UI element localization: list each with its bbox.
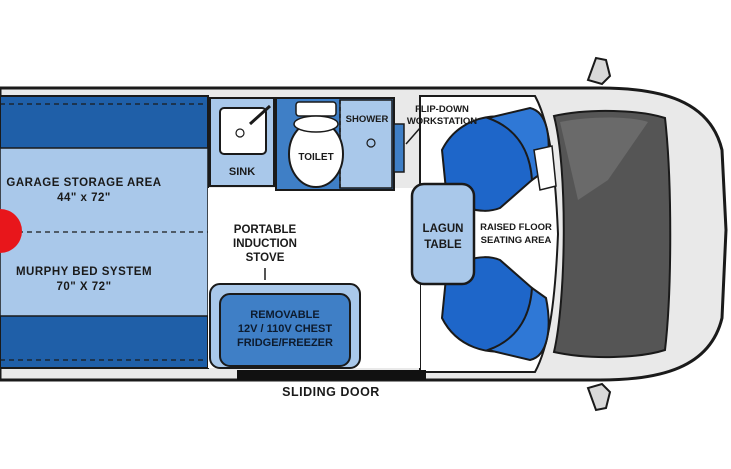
- stove-label-line1: PORTABLE: [234, 224, 297, 236]
- shower-drain-icon: [366, 138, 376, 148]
- seating-label-line2: SEATING AREA: [481, 235, 552, 246]
- location-marker: [0, 209, 22, 253]
- table-label-line2: TABLE: [424, 239, 462, 251]
- sink-drain-icon: [235, 128, 245, 138]
- workstation-pointer: [405, 127, 421, 145]
- workstation-label-line2: WORKSTATION: [407, 116, 477, 127]
- murphy-label-line1: MURPHY BED SYSTEM: [16, 266, 152, 278]
- toilet-tank: [295, 101, 337, 117]
- lagun-table: [410, 182, 476, 286]
- garage-label-line1: GARAGE STORAGE AREA: [6, 177, 161, 189]
- workstation-panel: [393, 123, 405, 173]
- sliding-door-label: SLIDING DOOR: [282, 385, 380, 399]
- fridge-label-line2: 12V / 110V CHEST: [238, 323, 332, 335]
- garage-label-line2: 44" x 72": [57, 192, 111, 204]
- fridge-label-line1: REMOVABLE: [250, 309, 319, 321]
- fridge-lid: [219, 293, 351, 367]
- shower-label: SHOWER: [346, 114, 389, 125]
- stove-label-line3: STOVE: [246, 252, 285, 264]
- stove-label-line2: INDUCTION: [233, 238, 297, 250]
- faucet-icon: [248, 104, 272, 126]
- murphy-label-line2: 70" X 72": [56, 281, 111, 293]
- sliding-door: [237, 370, 426, 380]
- fridge-label-line3: FRIDGE/FREEZER: [237, 337, 333, 349]
- table-label-line1: LAGUN: [423, 223, 464, 235]
- toilet-label: TOILET: [298, 152, 333, 163]
- workstation-label-line1: FLIP-DOWN: [415, 104, 469, 115]
- seating-label-line1: RAISED FLOOR: [480, 222, 552, 233]
- sink-label: SINK: [229, 166, 255, 178]
- windshield-glare: [560, 117, 648, 200]
- mirror-bottom: [586, 382, 612, 412]
- mirror-top: [586, 56, 612, 86]
- toilet-seat: [293, 115, 339, 133]
